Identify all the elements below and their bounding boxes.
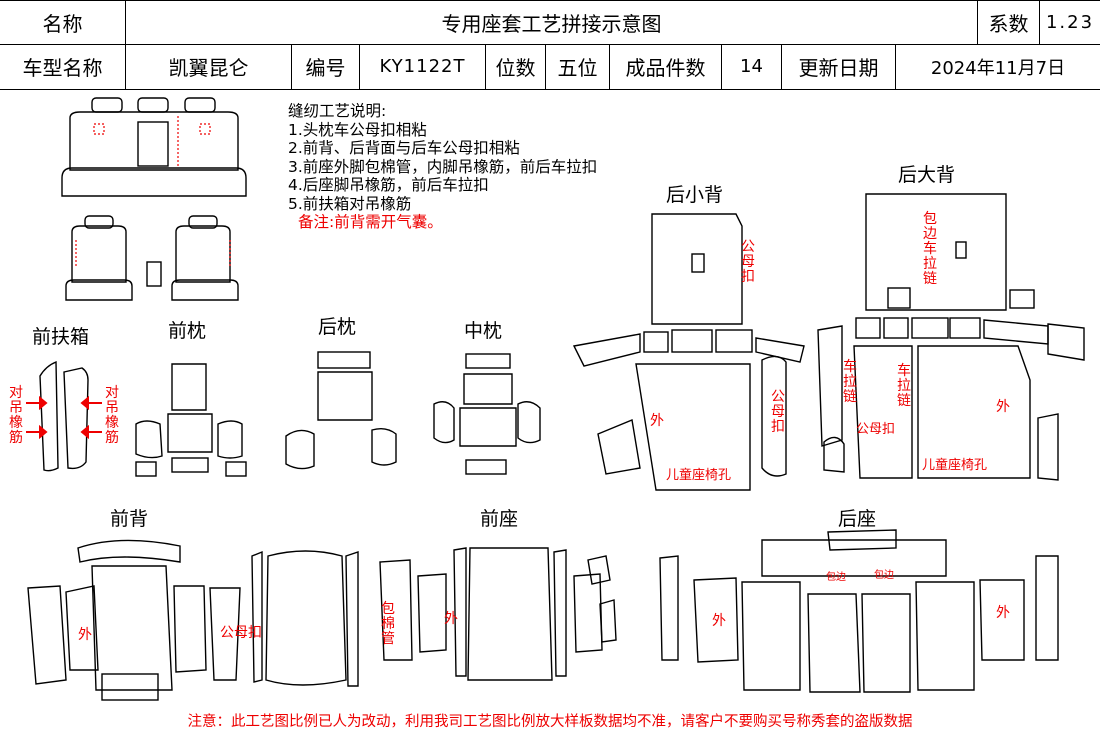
label-front-armrest: 前扶箱 (32, 326, 90, 348)
label-rear-small-back: 后小背 (666, 184, 724, 206)
label-rear-headrest: 后枕 (318, 316, 357, 338)
footer-warning: 注意：此工艺图比例已人为改动，利用我司工艺图比例放大样板数据均不准，请客户不要购… (187, 714, 913, 730)
annot-che-la-lian: 车拉链 (843, 359, 857, 405)
page-title: 专用座套工艺拼接示意图 (126, 0, 978, 44)
label-front-seat: 前座 (480, 508, 519, 530)
coef-value: 1.23 (1045, 11, 1095, 33)
pieces-label: 成品件数 (610, 44, 722, 89)
note-item: 5.前扶箱对吊橡筋 (288, 194, 412, 213)
annot-gong-mu-kou: 公母扣 (741, 239, 755, 285)
note-item: 2.前背、后背面与后车公母扣相粘 (288, 139, 520, 157)
annot-bao-mian-guan: 包棉管 (381, 601, 395, 647)
label-rear-seat: 后座 (838, 508, 877, 530)
coef-label: 系数 (978, 0, 1040, 44)
front-seats-thumbnail (65, 215, 239, 301)
annot-bao-bian: 包边 (826, 572, 846, 583)
label-rear-big-back: 后大背 (898, 164, 956, 186)
annot-wai: 外 (712, 613, 726, 629)
annot-dui-diao-left: 对吊橡筋 (9, 385, 23, 446)
annot-dui-diao-right: 对吊橡筋 (105, 385, 119, 446)
date-label: 更新日期 (782, 44, 896, 89)
annot-child-seat-hole: 儿童座椅孔 (666, 468, 732, 483)
model-value: 凯翼昆仑 (126, 44, 292, 89)
seats-label: 位数 (486, 44, 546, 89)
pieces-value: 14 (722, 44, 782, 89)
annot-gong-mu-kou: 公母扣 (856, 422, 896, 437)
date-value: 2024年11月7日 (930, 57, 1066, 79)
annot-gong-mu-kou: 公母扣 (771, 389, 785, 435)
annot-wai: 外 (650, 413, 664, 429)
code-label: 编号 (292, 44, 360, 89)
name-label: 名称 (0, 0, 126, 44)
seats-value: 五位 (546, 44, 610, 89)
process-notes: 缝纫工艺说明: 1.头枕车公母扣相粘 2.前背、后背面与后车公母扣相粘 3.前座… (288, 102, 597, 232)
notes-heading: 缝纫工艺说明: (288, 102, 387, 120)
annot-wai: 外 (444, 611, 458, 627)
model-label: 车型名称 (0, 44, 126, 89)
annot-wai: 外 (996, 399, 1010, 415)
note-item: 3.前座外脚包棉管，内脚吊橡筋，前后车拉扣 (288, 157, 598, 176)
annot-child-seat-hole: 儿童座椅孔 (922, 458, 988, 473)
label-front-back: 前背 (110, 508, 149, 530)
header-table: 名称 专用座套工艺拼接示意图 系数 1.23 车型名称 凯翼昆仑 编号 KY11… (0, 0, 1100, 90)
notes-remark: 备注:前背需开气囊。 (298, 213, 443, 231)
label-front-headrest: 前枕 (168, 320, 207, 342)
rear-bench-thumbnail (61, 97, 247, 197)
annot-bao-bian-che-la-lian: 包边车拉链 (923, 211, 937, 287)
annot-gong-mu-kou: 公母扣 (220, 625, 262, 641)
code-value: KY1122T (360, 44, 486, 89)
note-item: 4.后座脚吊橡筋，前后车拉扣 (288, 176, 489, 194)
note-item: 1.头枕车公母扣相粘 (288, 120, 427, 139)
annot-wai: 外 (78, 627, 92, 643)
annot-bao-bian: 包边 (874, 570, 894, 581)
annot-che-la-lian: 车拉链 (897, 363, 911, 409)
annot-wai: 外 (996, 605, 1010, 621)
label-middle-headrest: 中枕 (464, 320, 503, 342)
